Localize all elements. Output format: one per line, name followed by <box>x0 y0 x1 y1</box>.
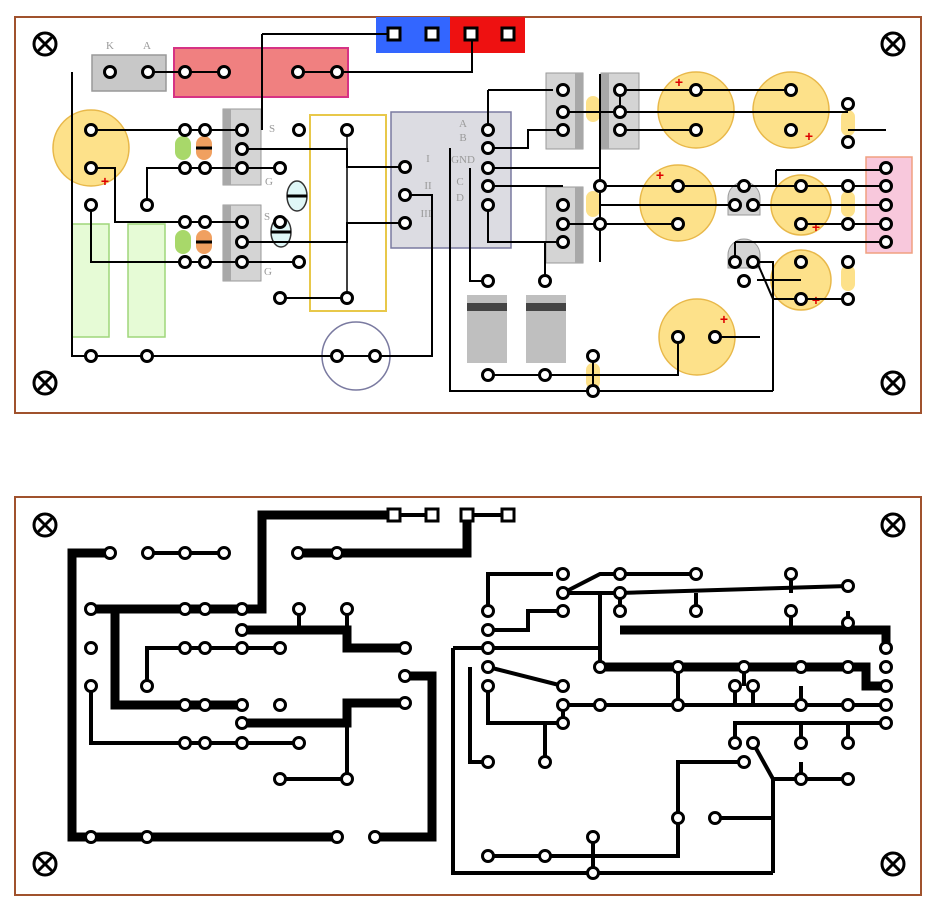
ic-b-label: B <box>459 132 466 144</box>
plus-mark: + <box>812 219 820 235</box>
mount-hole-icon <box>880 31 906 57</box>
connector-pads-bottom <box>386 507 516 523</box>
mount-hole-icon <box>32 851 58 877</box>
mount-hole-icon <box>880 370 906 396</box>
mount-hole-icon <box>32 512 58 538</box>
small-resistor <box>841 265 855 291</box>
ic-ii-label: II <box>424 180 432 192</box>
small-resistor <box>586 191 600 217</box>
ic-i-label: I <box>426 153 430 165</box>
mount-hole-icon <box>880 512 906 538</box>
plus-mark: + <box>101 173 109 189</box>
t2-g-label: G <box>264 266 272 278</box>
diode-a-label: A <box>143 40 151 52</box>
transistor-1-tab <box>223 109 231 185</box>
t1-g-label: G <box>265 176 273 188</box>
transistor-2-tab <box>223 205 231 281</box>
connector-pads-top <box>386 26 516 42</box>
component-side-board: K A + S G S G A B <box>14 16 922 414</box>
plus-mark: + <box>675 74 683 90</box>
ic-c-label: C <box>456 176 463 188</box>
ic-gnd-label: GND <box>451 154 475 166</box>
small-cap-green-2 <box>175 230 191 254</box>
ic-iii-label: III <box>421 208 432 220</box>
small-cap-green-1 <box>175 136 191 160</box>
bottom-pads <box>84 546 893 880</box>
mounting-holes-top <box>32 31 906 396</box>
green-component-2 <box>127 223 166 338</box>
mounting-holes-bottom <box>32 512 906 877</box>
regulator-1-band <box>467 303 507 311</box>
plus-mark: + <box>720 311 728 327</box>
small-resistors <box>586 96 855 389</box>
small-resistor <box>841 110 855 136</box>
mount-hole-icon <box>880 851 906 877</box>
regulator-2-band <box>526 303 566 311</box>
copper-side-board <box>14 496 922 896</box>
plus-mark: + <box>656 167 664 183</box>
small-resistor <box>586 96 600 122</box>
capacitor-r3 <box>639 164 717 242</box>
t2-s-label: S <box>264 211 270 223</box>
ic-d-label: D <box>456 192 464 204</box>
mount-hole-icon <box>32 31 58 57</box>
top-pads <box>84 65 893 398</box>
plus-mark: + <box>805 128 813 144</box>
ic-a-label: A <box>459 118 467 130</box>
mount-hole-icon <box>32 370 58 396</box>
t1-s-label: S <box>269 123 275 135</box>
diode-k-label: K <box>106 40 114 52</box>
relay-outline <box>309 114 387 312</box>
